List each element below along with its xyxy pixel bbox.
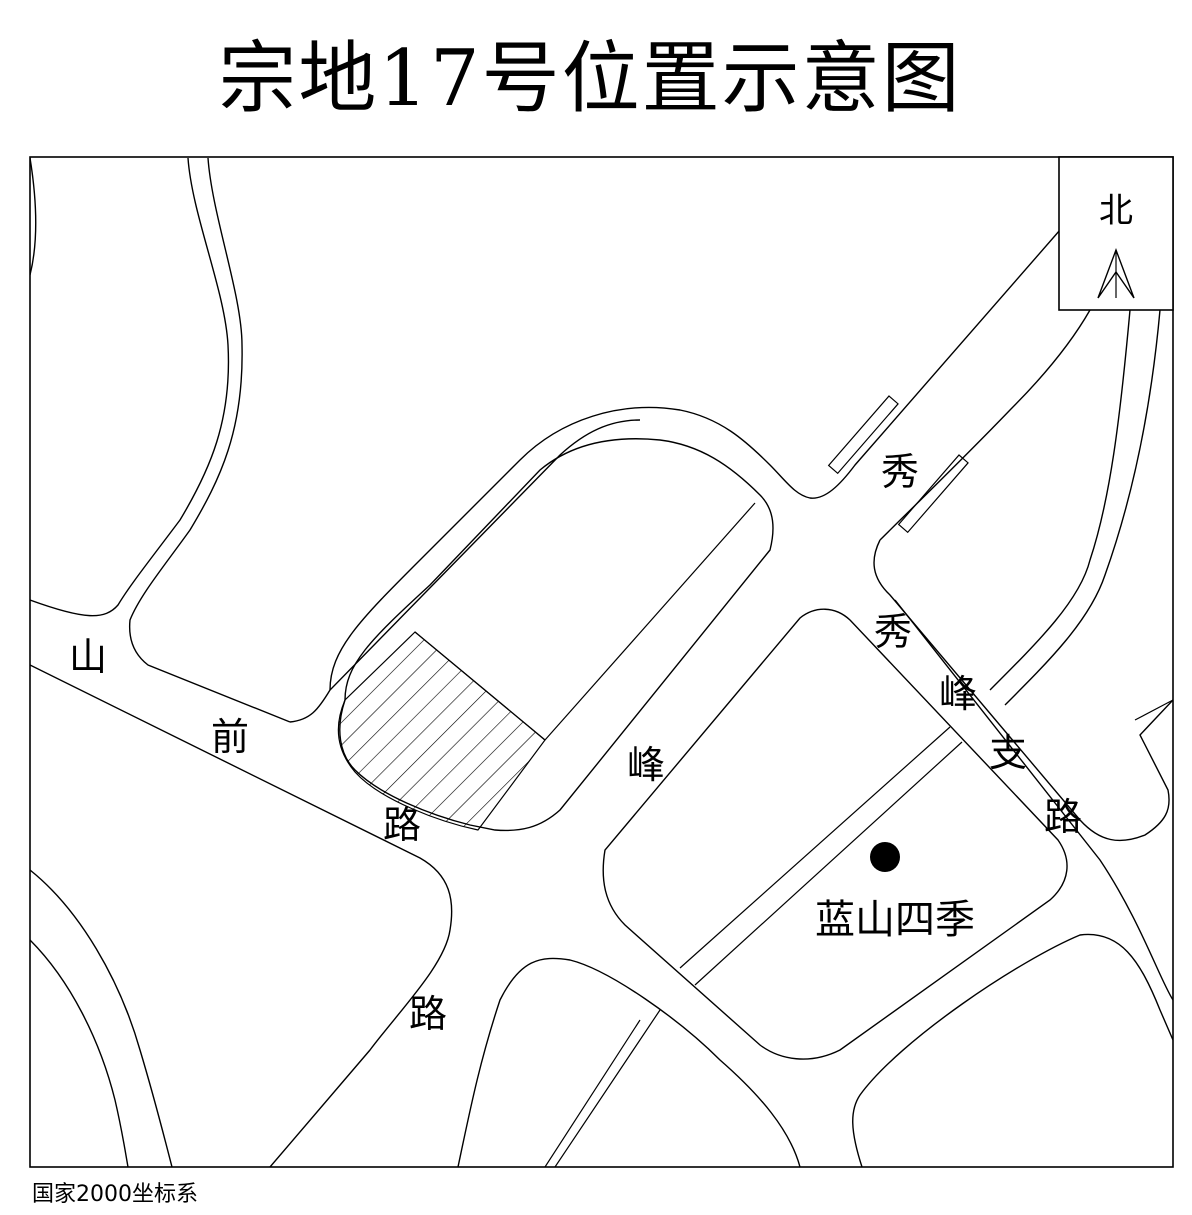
site-17-parcel (337, 631, 546, 831)
north-arrow: 北 (1058, 156, 1174, 311)
road-label-xiu-2: 秀 (874, 610, 912, 654)
road-label-zhi: 支 (989, 731, 1027, 775)
road-label-shan: 山 (69, 635, 107, 679)
road-label-qian: 前 (211, 715, 249, 759)
map-frame (29, 156, 1174, 1168)
road-label-feng-1: 峰 (627, 743, 665, 787)
poi-label: 蓝山四季 (815, 897, 975, 943)
poi-marker (870, 842, 900, 872)
road-label-lu-1: 路 (383, 803, 421, 847)
road-label-feng-2: 峰 (939, 672, 977, 716)
road-label-lu-3: 路 (1044, 795, 1082, 839)
road-label-lu-2: 路 (409, 992, 447, 1036)
north-label: 北 (1099, 191, 1133, 231)
map-title: 宗地17号位置示意图 (218, 34, 962, 124)
coordinate-system-note: 国家2000坐标系 (32, 1182, 198, 1207)
road-network (30, 157, 1173, 1167)
road-label-xiu-1: 秀 (881, 450, 919, 494)
